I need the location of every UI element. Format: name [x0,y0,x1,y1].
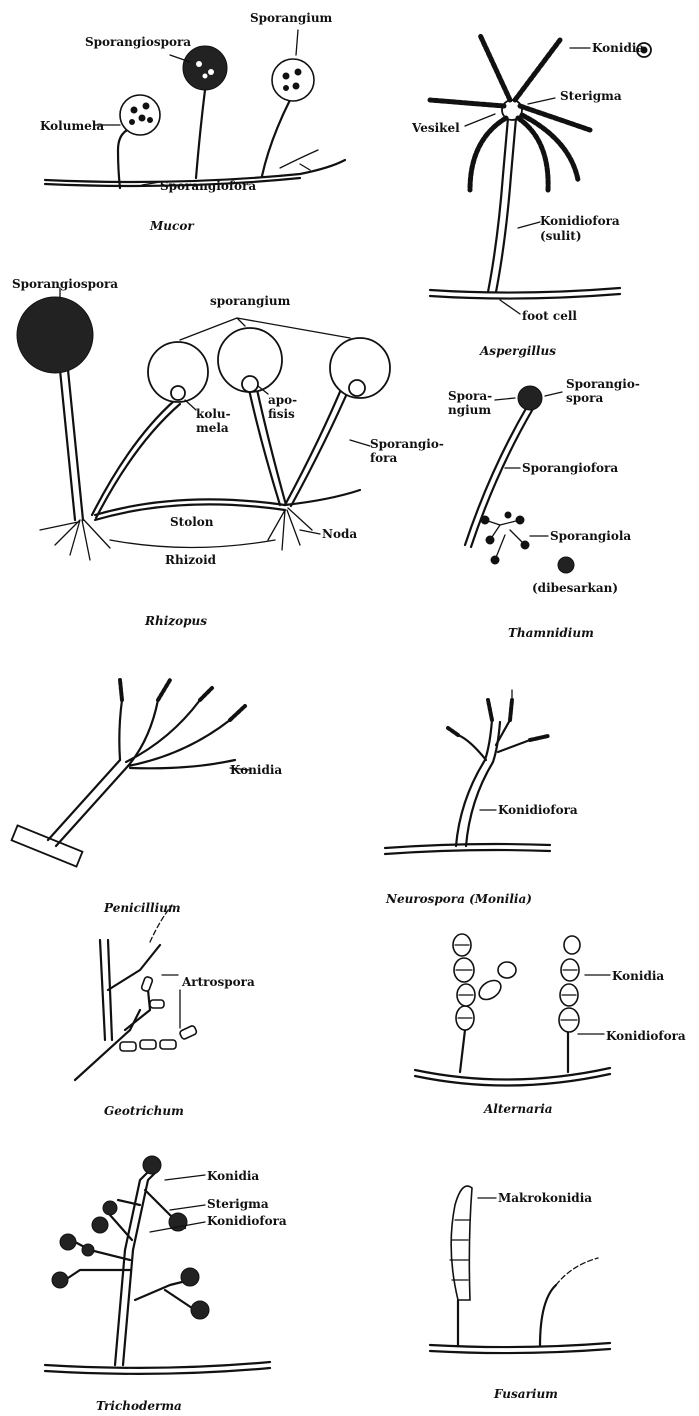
rhizopus-label-apofisis-1: apo- [268,393,297,407]
fusarium-caption: Fusarium [493,1387,558,1401]
thamnidium-label-sporangium-1: Spora- [448,389,492,403]
rhizopus-label-apofisis-2: fisis [268,407,295,421]
rhizopus-sporangium-dark [17,297,93,373]
mucor-sporangiophore-2 [196,90,205,178]
panel-fusarium: Makrokonidia Fusarium [430,1186,610,1401]
alternaria-label-konidiofora: Konidiofora [606,1029,686,1043]
geotrichum-caption: Geotrichum [104,1104,184,1118]
panel-geotrichum: Artrospora Geotrichum [75,905,255,1118]
fusarium-conidiophore-2 [540,1285,556,1346]
trichoderma-hypha [45,1362,270,1368]
rhizopus-label-kolumela-1: kolu- [196,407,231,421]
aspergillus-label-konidia: Konidia [592,41,644,55]
penicillium-conidia-chains [120,680,245,720]
neurospora-label-konidiofora: Konidiofora [498,803,578,817]
aspergillus-conidiophore [488,118,508,292]
neurospora-hypha [385,844,550,848]
fusarium-label-makrokonidia: Makrokonidia [498,1191,592,1205]
alternaria-conidiophore-1 [460,1030,465,1072]
thamnidium-label-sporangiospora-1: Sporangio- [566,377,640,391]
panel-trichoderma: Konidia Sterigma Konidiofora Trichoderma [45,1156,287,1413]
rhizopus-label-noda: Noda [322,527,357,541]
panel-neurospora: Konidiofora Neurospora (Monilia) [385,690,578,906]
thamnidium-sporangium [518,386,542,410]
thamnidium-caption: Thamnidium [508,626,594,640]
rhizopus-label-sporangiofora-2: fora [370,451,397,465]
penicillium-caption: Penicillium [103,901,181,915]
mucor-label-sporangium: Sporangium [250,11,333,25]
mucor-label-sporangiofora: Sporangiofora [160,179,256,193]
rhizopus-caption: Rhizopus [144,614,207,628]
neurospora-conidiophore [456,720,492,846]
rhizopus-label-kolumela-2: mela [196,421,229,435]
thamnidium-label-sporangiospora-2: spora [566,391,603,405]
alternaria-hypha [415,1068,610,1080]
penicillium-hypha [12,825,83,866]
rhizopus-label-sporangiofora-1: Sporangio- [370,437,444,451]
panel-mucor: Sporangiospora Sporangium Kolumela Spora… [40,11,345,233]
aspergillus-label-konidiofora: Konidiofora [540,214,620,228]
aspergillus-label-sterigma: Sterigma [560,89,622,103]
panel-rhizopus: Sporangiospora sporangium kolu- mela apo… [12,277,444,628]
panel-thamnidium: Spora- ngium Sporangio- spora Sporangiof… [448,377,640,640]
rhizopus-label-stolon: Stolon [170,515,214,529]
penicillium-label-konidia: Konidia [230,763,282,777]
mucor-columella [120,95,160,135]
mucor-sporangium [272,59,314,101]
panel-alternaria: Konidia Konidiofora Alternaria [415,934,686,1116]
rhizopus-label-sporangiospora: Sporangiospora [12,277,118,291]
aspergillus-hypha [430,288,620,293]
trichoderma-label-konidiofora: Konidiofora [207,1214,287,1228]
thamnidium-label-sporangiofora: Sporangiofora [522,461,618,475]
alternaria-label-konidia: Konidia [612,969,664,983]
geotrichum-label-artrospora: Artrospora [181,975,255,989]
trichoderma-label-sterigma: Sterigma [207,1197,269,1211]
rhizopus-sporangiophore-1 [60,370,75,520]
aspergillus-label-konidiofora-note: (sulit) [540,229,582,243]
rhizopus-label-sporangium: sporangium [210,294,291,308]
mucor-sporangium-dark [183,46,227,90]
thamnidium-label-sporangiola: Sporangiola [550,529,631,543]
aspergillus-label-vesikel: Vesikel [411,121,460,135]
panel-aspergillus: Konidia Sterigma Vesikel Konidiofora (su… [411,35,651,358]
mucor-label-kolumela: Kolumela [40,119,104,133]
trichoderma-caption: Trichoderma [96,1399,182,1413]
thamnidium-label-sporangium-2: ngium [448,403,491,417]
mucor-sporangiophore-1 [118,128,132,188]
trichoderma-label-konidia: Konidia [207,1169,259,1183]
alternaria-conidia-chain-1 [453,934,516,1030]
aspergillus-caption: Aspergillus [479,344,556,358]
rhizopus-label-rhizoid: Rhizoid [165,553,217,567]
alternaria-caption: Alternaria [483,1102,553,1116]
thamnidium-label-dibesarkan: (dibesarkan) [532,581,618,595]
penicillium-conidiophore [48,760,120,840]
panel-penicillium: Konidia Penicillium [12,680,283,915]
aspergillus-label-foot-cell: foot cell [522,309,577,323]
alternaria-conidia-chain-2 [559,936,580,1032]
fusarium-macroconidium-1 [451,1186,472,1300]
mucor-caption: Mucor [149,219,195,233]
mucor-label-sporangiospora: Sporangiospora [85,35,191,49]
neurospora-caption: Neurospora (Monilia) [385,892,532,906]
thamnidium-sporangiola [481,512,529,564]
